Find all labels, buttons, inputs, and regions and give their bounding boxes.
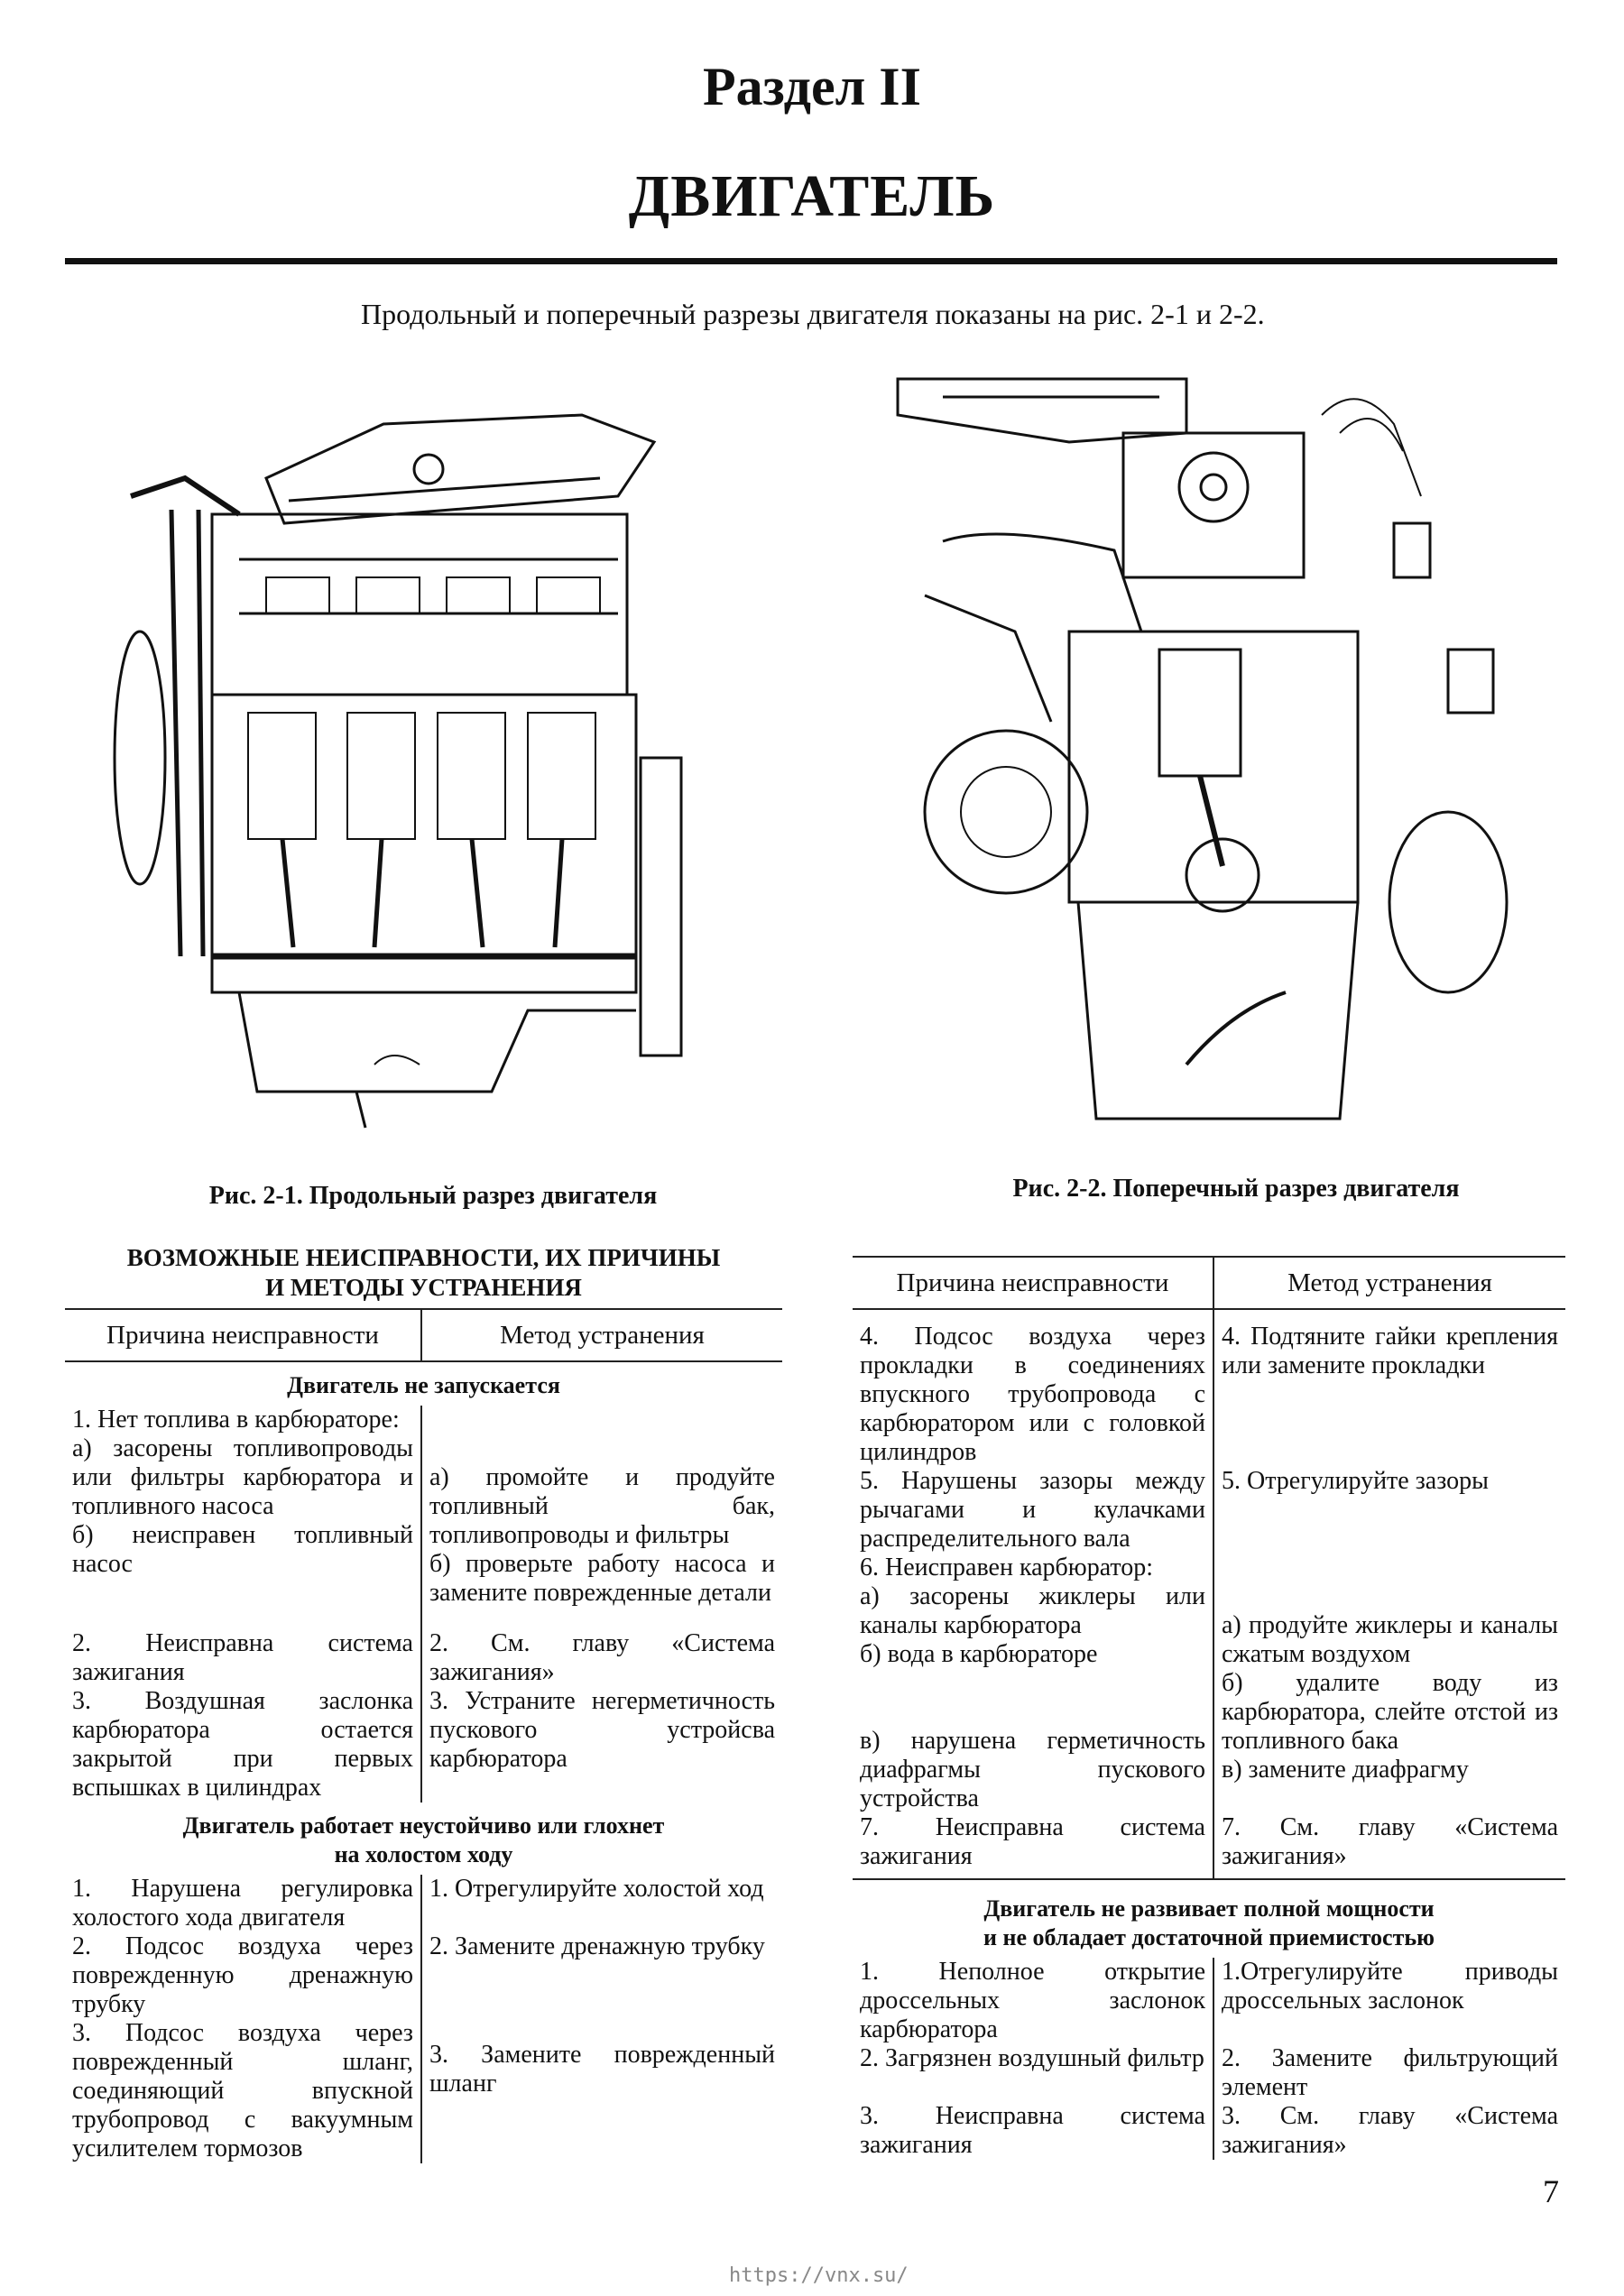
table-row: 4. Подсос воздуха через прокладки в соед… (853, 1309, 1565, 1467)
table-row: 3. Подсос воздуха через поврежденный шла… (65, 2019, 782, 2163)
table-row: 6. Неисправен карбюратор: а) засорены жи… (853, 1554, 1565, 1813)
method-cell: 3. Замените поврежденный шланг (429, 2041, 775, 2098)
method-cell: а) промойте и продуйте топливный бак, то… (429, 1463, 775, 1607)
table-row: 1. Нет топлива в карбюраторе: а) засорен… (65, 1406, 782, 1608)
table-row: 2. Подсос воздуха через поврежденную дре… (65, 1932, 782, 2019)
cause-cell: 1. Нарушена регулировка холостого хода д… (65, 1875, 422, 1932)
section-header: Двигатель не запускается (287, 1372, 560, 1398)
table-row: 3. Неисправна система зажигания 3. См. г… (853, 2102, 1565, 2160)
cause-cell: 7. Неисправна система зажигания (853, 1813, 1214, 1880)
cause-cell: 2. Подсос воздуха через поврежденную дре… (65, 1932, 422, 2019)
table-row: 5. Нарушены зазоры между рычагами и кула… (853, 1467, 1565, 1554)
method-cell: а) продуйте жиклеры и каналы сжатым возд… (1222, 1611, 1558, 1784)
cause-cell: 4. Подсос воздуха через прокладки в соед… (853, 1309, 1214, 1467)
cause-cell: 2. Неисправна система зажигания (65, 1608, 422, 1687)
page-number: 7 (1543, 2173, 1559, 2209)
method-cell: 5. Отрегулируйте зазоры (1222, 1467, 1489, 1495)
troubleshooting-heading: ВОЗМОЖНЫЕ НЕИСПРАВНОСТИ, ИХ ПРИЧИНЫ И МЕ… (126, 1244, 721, 1301)
cause-cell: 1. Нет топлива в карбюраторе: а) засорен… (65, 1406, 422, 1608)
cause-cell: 5. Нарушены зазоры между рычагами и кула… (853, 1467, 1214, 1554)
method-cell: 3. Устраните негерметичность пускового у… (429, 1687, 775, 1773)
column-header-method: Метод устранения (1213, 1256, 1565, 1310)
table-row: 2. Неисправна система зажигания 2. См. г… (65, 1608, 782, 1687)
column-header-cause: Причина неисправности (65, 1308, 422, 1362)
method-cell: 3. См. главу «Система зажигания» (1222, 2102, 1558, 2159)
cause-cell: 3. Воздушная заслонка карбюратора остает… (65, 1687, 422, 1803)
table-row: 3. Воздушная заслонка карбюратора остает… (65, 1687, 782, 1803)
method-cell: 2. Замените дренажную трубку (429, 1932, 765, 1960)
section-header: Двигатель работает неустойчиво или глохн… (182, 1812, 665, 1867)
section-header: Двигатель не развивает полной мощности и… (983, 1895, 1435, 1950)
method-cell: 1. Отрегулируйте холостой ход (429, 1875, 764, 1903)
cause-cell: 6. Неисправен карбюратор: а) засорены жи… (853, 1554, 1214, 1813)
method-cell: 1.Отрегулируйте приводы дроссельных засл… (1222, 1958, 1558, 2015)
table-row: 1. Неполное открытие дроссельных заслоно… (853, 1958, 1565, 2044)
intro-text: Продольный и поперечный разрезы двигател… (361, 298, 1265, 330)
engine-transverse-section-figure (896, 377, 1509, 1120)
method-cell: 7. См. главу «Система зажигания» (1213, 1813, 1565, 1880)
figure-caption-2-1: Рис. 2-1. Продольный разрез двигателя (208, 1182, 658, 1210)
cause-cell: 2. Загрязнен воздушный фильтр (853, 2044, 1214, 2102)
table-row: 2. Загрязнен воздушный фильтр 2. Заменит… (853, 2044, 1565, 2102)
method-cell: 2. Замените фильтрующий элемент (1222, 2044, 1558, 2101)
engine-longitudinal-section-figure (113, 413, 683, 1129)
table-row: 1. Нарушена регулировка холостого хода д… (65, 1875, 782, 1932)
column-header-method: Метод устранения (421, 1308, 782, 1362)
method-cell: 2. См. главу «Система зажигания» (429, 1629, 775, 1686)
source-url: https://vnx.su/ (729, 2264, 909, 2287)
page-title: ДВИГАТЕЛЬ (628, 163, 996, 229)
cause-cell: 1. Неполное открытие дроссельных заслоно… (853, 1958, 1214, 2044)
column-header-cause: Причина неисправности (853, 1256, 1214, 1310)
header-rule (65, 258, 1557, 264)
cause-cell: 3. Неисправна система зажигания (853, 2102, 1214, 2160)
cause-cell: 3. Подсос воздуха через поврежденный шла… (65, 2019, 422, 2163)
troubleshooting-table-right: Причина неисправности Метод устранения 4… (853, 1256, 1565, 2160)
method-cell: 4. Подтяните гайки крепления или заменит… (1222, 1323, 1558, 1379)
section-label: Раздел II (702, 57, 922, 116)
figure-caption-2-2: Рис. 2-2. Поперечный разрез двигателя (1012, 1175, 1460, 1203)
troubleshooting-table-left: Причина неисправности Метод устранения Д… (65, 1308, 782, 2163)
table-row: 7. Неисправна система зажигания 7. См. г… (853, 1813, 1565, 1880)
